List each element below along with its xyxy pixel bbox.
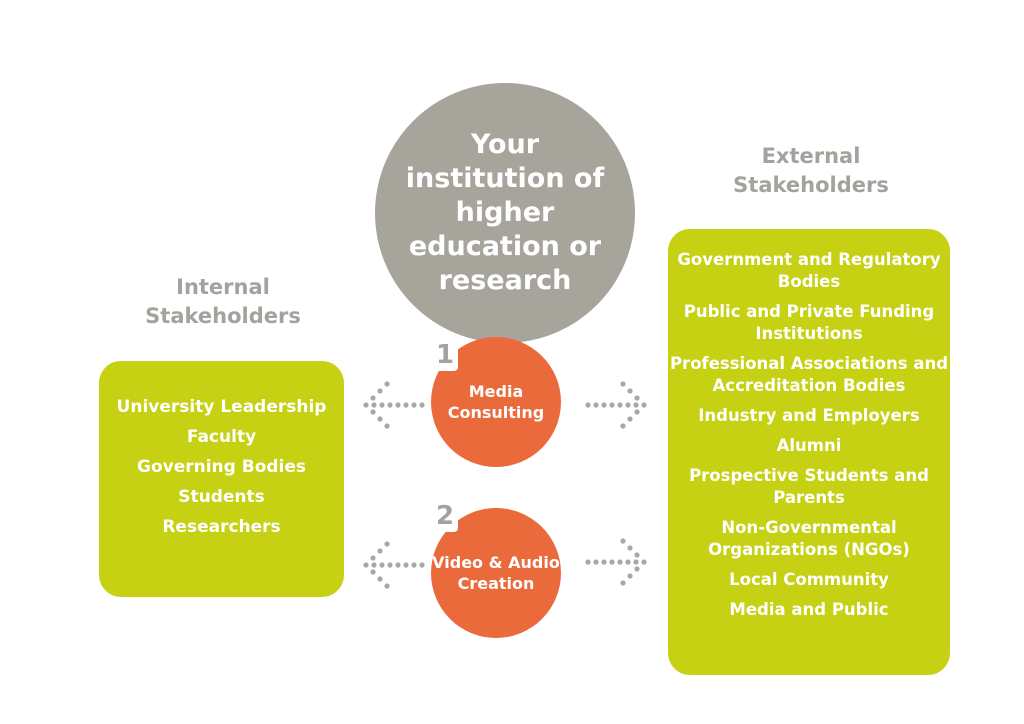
external-stakeholders-heading: External Stakeholders — [733, 144, 889, 197]
internal-stakeholder-item: Faculty — [186, 427, 257, 447]
service-label: Video & Audio Creation — [432, 553, 560, 593]
external-stakeholder-item: Industry and Employers — [698, 406, 920, 425]
internal-stakeholders-heading: Internal Stakeholders — [145, 275, 301, 328]
internal-stakeholders-list: University Leadership Faculty Governing … — [99, 396, 344, 546]
external-stakeholder-item: Professional Associations and Accreditat… — [669, 354, 949, 395]
external-stakeholder-item: Media and Public — [729, 600, 889, 619]
service-label: Media Consulting — [447, 382, 545, 422]
external-stakeholders-list: Government and Regulatory Bodies Public … — [668, 249, 950, 629]
external-stakeholder-item: Government and Regulatory Bodies — [677, 250, 941, 291]
external-stakeholder-item: Non-Governmental Organizations (NGOs) — [708, 518, 910, 559]
external-stakeholder-item: Alumni — [776, 436, 842, 455]
internal-stakeholder-item: University Leadership — [116, 397, 327, 417]
dotted-arrow-left-icon — [363, 381, 425, 429]
institution-circle: Your institution of higher education or … — [375, 83, 635, 343]
external-stakeholder-item: Prospective Students and Parents — [689, 466, 929, 507]
external-stakeholder-item: Local Community — [729, 570, 889, 589]
institution-title: Your institution of higher education or … — [405, 129, 605, 296]
dotted-arrow-right-icon — [585, 381, 647, 429]
internal-stakeholder-item: Students — [178, 487, 265, 507]
service-number: 1 — [432, 339, 458, 371]
internal-stakeholder-item: Researchers — [162, 517, 281, 537]
external-stakeholder-item: Public and Private Funding Institutions — [683, 302, 935, 343]
internal-stakeholder-item: Governing Bodies — [136, 457, 307, 477]
dotted-arrow-right-icon — [585, 538, 647, 586]
external-stakeholders-box: Government and Regulatory Bodies Public … — [668, 229, 950, 675]
service-number: 2 — [432, 500, 458, 532]
internal-stakeholders-box: University Leadership Faculty Governing … — [99, 361, 344, 597]
dotted-arrow-left-icon — [363, 541, 425, 589]
